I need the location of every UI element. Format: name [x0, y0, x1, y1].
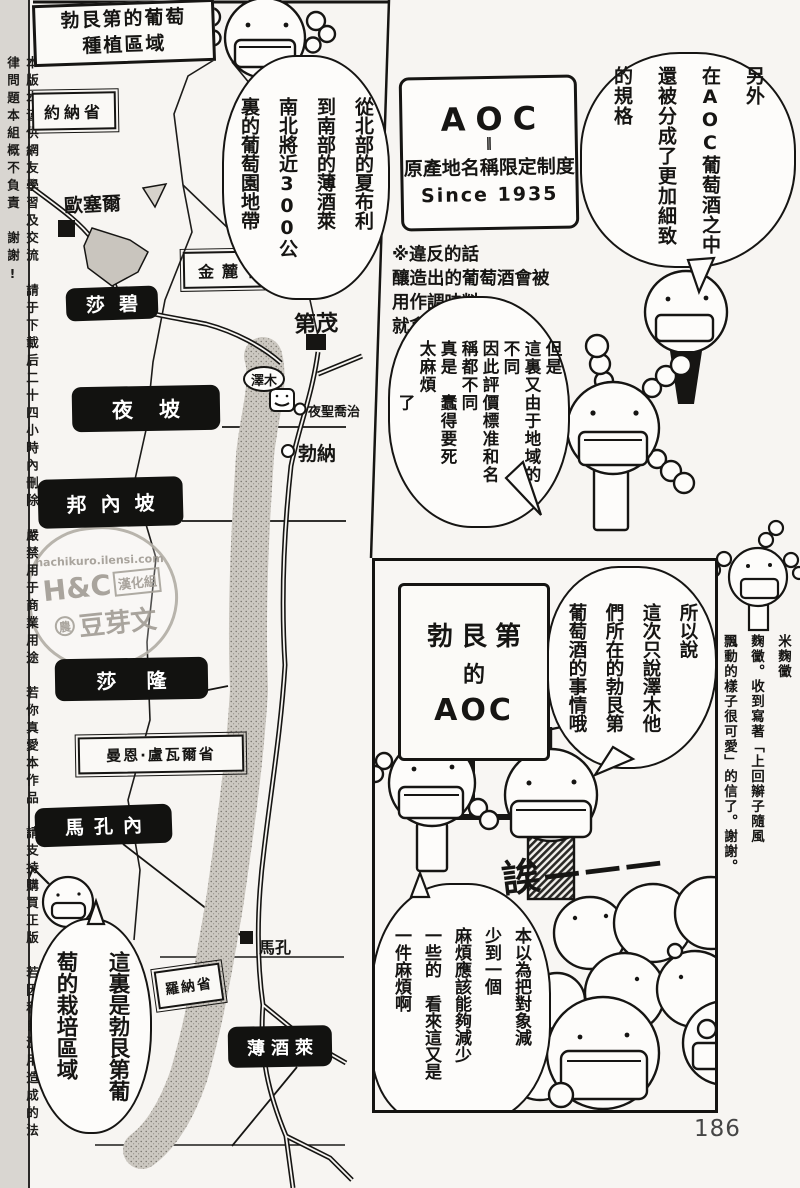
auxerre-marker	[58, 220, 75, 237]
bubble-therefore-text: 所以說 這次只說澤木他 們所在的勃艮第 葡萄酒的事情哦	[566, 602, 698, 733]
vineyard-strip	[123, 337, 285, 1169]
region-label-cote-de-nuits: 夜坡	[71, 384, 221, 433]
roads-inner	[29, 185, 363, 1188]
bottom-panel: 勃艮第 的 AOC 所以說 這次只說澤木他 們所在的勃艮第 葡萄酒的事情哦 本以…	[372, 558, 718, 1113]
region-label-maconnais: 馬孔內	[34, 803, 173, 848]
region-label-chablis: 莎碧	[65, 285, 159, 322]
town-label-dijon: 第茂	[293, 311, 339, 338]
bubble-cultivation-area-text: 這裏是勃艮第葡 萄的栽培區域	[53, 950, 130, 1102]
aoc-definition-box: AOC ‖ 原產地名稱限定制度 Since 1935	[398, 74, 580, 232]
sign-line3: AOC	[434, 693, 514, 728]
town-markers	[58, 220, 326, 944]
town-label-macon: 馬孔	[259, 938, 292, 957]
author-side-note: 米麴黴 麴黴。收到寫著「上回辮子隨風 飄動的樣子很可愛」的信了。謝謝。	[721, 634, 791, 874]
panel-artwork	[375, 686, 715, 1110]
macon-marker	[240, 931, 253, 944]
grape-microbe-character	[565, 333, 696, 532]
bubble-additional-grades-text: 另外 在AOC葡萄酒之中 還被分成了更加細致 的規格	[611, 65, 765, 255]
watermark-badge: 農	[53, 615, 76, 638]
bubble-vineyard-span: 從北部的夏布利 到南部的薄酒萊 南北將近300公 裏的葡萄園地帶	[222, 55, 390, 300]
small-terrain-shape	[141, 183, 168, 209]
region-label-chalonnaise: 莎隆	[54, 656, 209, 702]
dijon-marker	[306, 334, 326, 350]
region-label-beaujolais: 薄酒萊	[227, 1025, 333, 1068]
left-margin-strip: 本版本谨供網友學習及交流 請于下載后二十四小時內刪除 嚴禁用于商業用途 若你真愛…	[0, 0, 39, 1188]
bubble-thought: 本以為把對象減 少到一個 麻煩應該能夠減少 一些的 看來這又是 一件麻煩啊	[375, 883, 551, 1110]
town-label-auxerre: 歐塞爾	[63, 192, 122, 218]
page-number: 186	[694, 1116, 741, 1142]
watermark-logo: 豆芽文	[77, 604, 159, 643]
beaune-marker	[281, 444, 295, 458]
bubble-however-troublesome: 但是 這裏又由于地域的 不同 因此評價標准和名 稱都不同 真是 蠢得要死 太麻煩…	[388, 296, 570, 528]
bubble-however-troublesome-text: 但是 這裏又由于地域的 不同 因此評價標准和名 稱都不同 真是 蠢得要死 太麻煩…	[396, 340, 562, 484]
bubble-vineyard-span-text: 從北部的夏布利 到南部的薄酒萊 南北將近300公 裏的葡萄園地帶	[238, 97, 374, 258]
map-title-box: 勃艮第的葡萄 種植區域	[31, 0, 217, 68]
watermark-group-prefix: H&C	[41, 567, 113, 608]
province-label-yonne: 約納省	[28, 87, 120, 135]
lake-shape	[83, 227, 149, 287]
watermark-group: 漢化組	[112, 566, 162, 597]
disclaimer-text: 本版本谨供網友學習及交流 請于下載后二十四小時內刪除 嚴禁用于商業用途 若你真愛…	[5, 56, 39, 1141]
aoc-definition: 原產地名稱限定制度	[403, 155, 575, 181]
nuits-st-georges-marker	[293, 402, 307, 416]
aoc-sign-board: 勃艮第 的 AOC	[398, 583, 550, 761]
sign-line1: 勃艮第	[426, 622, 529, 652]
bubble-thought-text: 本以為把對象減 少到一個 麻煩應該能夠減少 一些的 看來這又是 一件麻煩啊	[391, 926, 531, 1080]
bubble-cultivation-area: 這裏是勃艮第葡 萄的栽培區域	[30, 918, 152, 1134]
region-label-cote-de-beaune: 邦內坡	[37, 476, 184, 529]
sawaki-mini-character	[267, 387, 295, 412]
panel-divider-line	[369, 0, 391, 559]
bubble-therefore: 所以說 這次只說澤木他 們所在的勃艮第 葡萄酒的事情哦	[547, 566, 715, 769]
aoc-since: Since 1935	[420, 182, 559, 208]
sawaki-name-tag: 澤木	[243, 366, 285, 392]
bubble-additional-grades: 另外 在AOC葡萄酒之中 還被分成了更加細致 的規格	[580, 52, 796, 268]
aoc-title: AOC	[440, 99, 547, 139]
microbe-crowd	[504, 875, 715, 1110]
town-label-nuits-st-georges: 夜聖喬治	[308, 405, 361, 420]
sign-line2: 的	[462, 663, 485, 688]
province-label-saone-et-loire: 曼恩·盧瓦爾省	[74, 730, 248, 779]
margin-microbe-character	[704, 519, 800, 632]
aoc-equals-sign: ‖	[485, 136, 493, 152]
town-label-beaune: 勃納	[298, 443, 337, 465]
panel-sawaki-character	[503, 723, 599, 901]
